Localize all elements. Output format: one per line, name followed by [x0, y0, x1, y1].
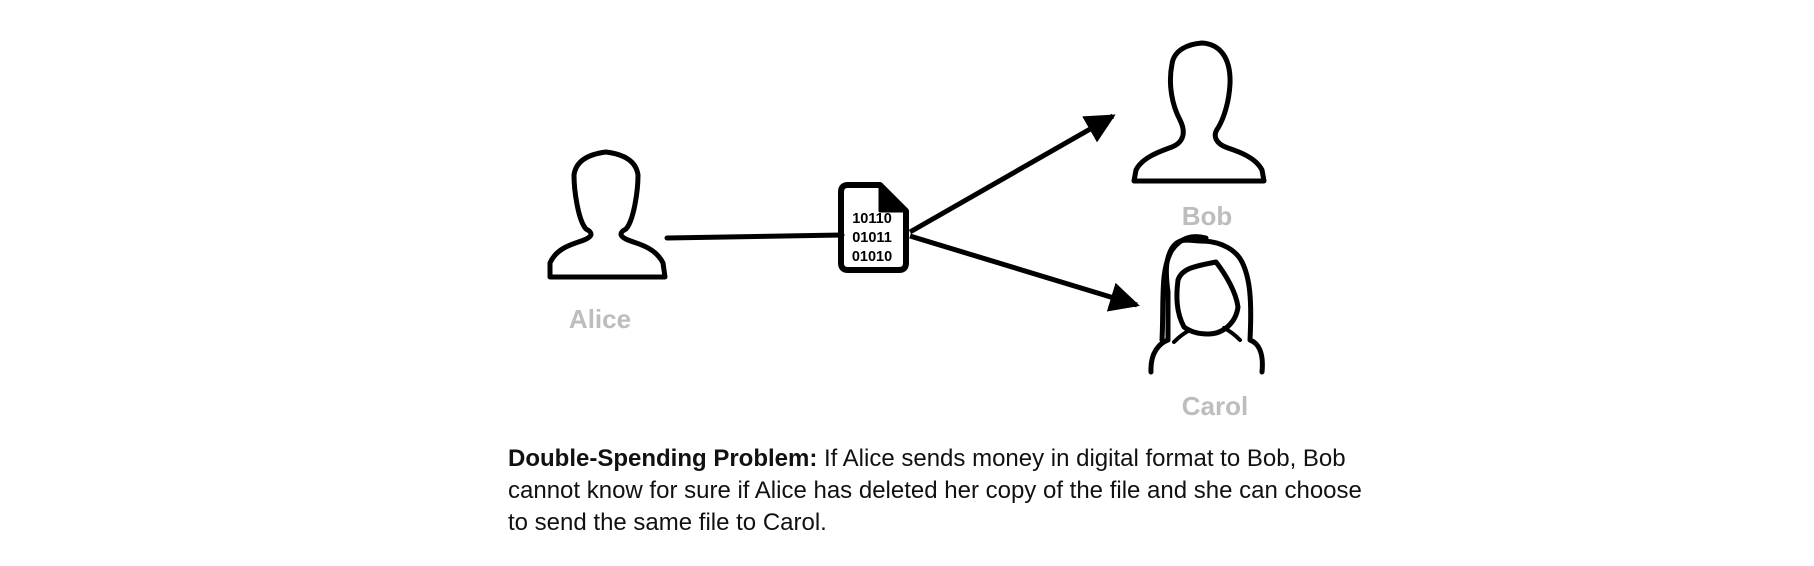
carol-user-icon — [1148, 234, 1265, 375]
file-bits-line-1: 10110 — [852, 211, 892, 227]
carol-label: Carol — [1182, 391, 1248, 421]
alice-user-icon — [547, 149, 668, 280]
file-to-bob-arrow — [908, 113, 1116, 235]
caption: Double-Spending Problem: If Alice sends … — [508, 443, 1368, 539]
alice-label: Alice — [569, 304, 631, 334]
bob-user-icon — [1131, 40, 1267, 184]
caption-text: If Alice sends money in digital format t… — [508, 445, 1362, 536]
caption-title: Double-Spending Problem: — [508, 445, 818, 472]
file-to-carol-arrow — [909, 233, 1140, 312]
binary-file-icon: 10110 01011 01010 — [838, 182, 909, 273]
file-bits-line-3: 01010 — [852, 249, 892, 265]
bob-label: Bob — [1182, 201, 1233, 231]
alice-to-file-line — [664, 232, 845, 241]
file-bits-line-2: 01011 — [852, 230, 892, 246]
